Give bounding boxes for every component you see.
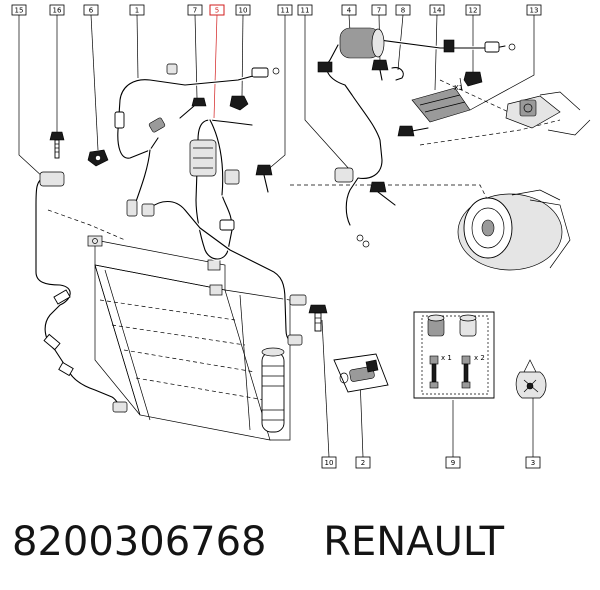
valve-cap-kit-9[interactable]: x 1 x 2 bbox=[413, 311, 495, 399]
svg-text:11: 11 bbox=[281, 7, 290, 15]
svg-text:X1: X1 bbox=[454, 84, 463, 92]
svg-text:1: 1 bbox=[135, 7, 139, 15]
valve-cap-right bbox=[459, 314, 477, 337]
bolt-16[interactable] bbox=[49, 131, 65, 159]
svg-text:14: 14 bbox=[433, 7, 442, 15]
svg-text:6: 6 bbox=[89, 7, 94, 15]
svg-text:x 1: x 1 bbox=[441, 354, 452, 362]
bolt-11-left[interactable] bbox=[255, 164, 273, 193]
small-valve-top bbox=[443, 39, 455, 53]
callout-4[interactable]: 4 bbox=[341, 4, 357, 16]
part-number: 8200306768 bbox=[12, 519, 267, 565]
desiccant-bag-3[interactable] bbox=[515, 359, 547, 399]
bolt-7-right[interactable] bbox=[371, 59, 389, 81]
svg-text:7: 7 bbox=[377, 7, 381, 15]
callout-1[interactable]: 1 bbox=[129, 4, 145, 16]
clip-right-pipe bbox=[334, 167, 370, 248]
valve-core-right: x 2 bbox=[461, 354, 485, 389]
svg-text:5: 5 bbox=[215, 7, 219, 15]
nut-10-top[interactable] bbox=[229, 95, 249, 111]
callout-7-left[interactable]: 7 bbox=[187, 4, 203, 16]
bolt-7-left[interactable] bbox=[179, 97, 207, 119]
callout-10-bottom[interactable]: 10 bbox=[321, 456, 337, 469]
callout-8[interactable]: 8 bbox=[395, 4, 411, 16]
svg-text:9: 9 bbox=[451, 459, 455, 467]
callout-13[interactable]: 13 bbox=[526, 4, 542, 16]
svg-text:13: 13 bbox=[530, 7, 539, 15]
callout-11-right[interactable]: 11 bbox=[297, 4, 313, 16]
brand-name: RENAULT bbox=[323, 519, 505, 565]
pipe-4 bbox=[325, 38, 516, 227]
callout-9[interactable]: 9 bbox=[445, 456, 461, 469]
clip-8[interactable] bbox=[391, 67, 404, 81]
callout-7-right[interactable]: 7 bbox=[371, 4, 387, 16]
bracket-14[interactable] bbox=[397, 87, 471, 137]
callout-2[interactable]: 2 bbox=[355, 456, 371, 469]
callout-15[interactable]: 15 bbox=[11, 4, 27, 16]
pressure-switch-2[interactable] bbox=[333, 353, 389, 393]
part-12[interactable]: X1 bbox=[454, 71, 483, 92]
callout-11-left[interactable]: 11 bbox=[277, 4, 293, 16]
svg-text:2: 2 bbox=[361, 459, 365, 467]
svg-text:8: 8 bbox=[401, 7, 405, 15]
compressor bbox=[457, 189, 571, 271]
svg-text:x 2: x 2 bbox=[474, 354, 485, 362]
bolt-10-bottom[interactable] bbox=[308, 304, 328, 332]
svg-text:16: 16 bbox=[53, 7, 62, 15]
callout-3[interactable]: 3 bbox=[525, 456, 541, 469]
svg-text:10: 10 bbox=[325, 459, 334, 467]
pipe-15 bbox=[34, 171, 128, 414]
callout-12[interactable]: 12 bbox=[465, 4, 481, 16]
accumulator-4[interactable] bbox=[317, 27, 385, 73]
caption: 8200306768 RENAULT bbox=[12, 512, 592, 572]
svg-text:12: 12 bbox=[469, 7, 478, 15]
receiver-dryer bbox=[261, 347, 285, 433]
svg-text:15: 15 bbox=[15, 7, 24, 15]
svg-text:11: 11 bbox=[301, 7, 310, 15]
pipe-1 bbox=[114, 63, 280, 217]
condenser bbox=[87, 235, 291, 441]
bolt-11-right[interactable] bbox=[369, 181, 396, 206]
callout-6[interactable]: 6 bbox=[83, 4, 99, 16]
expansion-valve-13 bbox=[505, 91, 591, 136]
callout-16[interactable]: 16 bbox=[49, 4, 65, 16]
svg-text:4: 4 bbox=[347, 7, 352, 15]
svg-text:3: 3 bbox=[531, 459, 535, 467]
callout-14[interactable]: 14 bbox=[429, 4, 445, 16]
svg-text:7: 7 bbox=[193, 7, 197, 15]
callout-5-highlighted[interactable]: 5 bbox=[209, 4, 225, 16]
clip-6[interactable] bbox=[87, 149, 109, 167]
pipe-5 bbox=[189, 118, 254, 261]
ac-circuit-exploded-diagram: 15 16 6 1 7 5 10 11 11 4 7 8 bbox=[11, 4, 591, 469]
callout-10-top[interactable]: 10 bbox=[235, 4, 251, 16]
leader-lines bbox=[18, 14, 535, 458]
pipe-condenser-link bbox=[141, 169, 307, 346]
svg-text:10: 10 bbox=[239, 7, 248, 15]
valve-core-left: x 1 bbox=[429, 354, 452, 389]
valve-cap-left bbox=[427, 314, 445, 337]
